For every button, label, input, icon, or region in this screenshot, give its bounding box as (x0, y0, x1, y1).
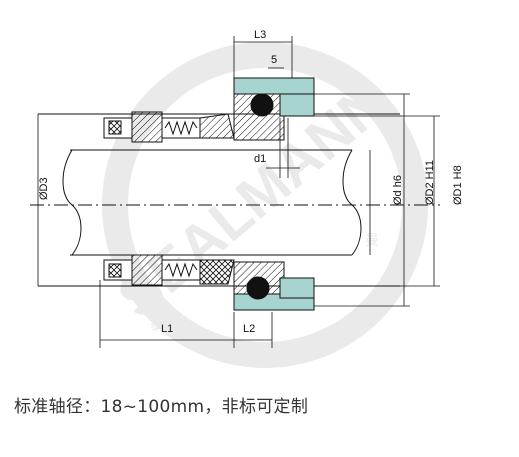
label-d-h6: Ød h6 (392, 175, 404, 205)
caption: 标准轴径：18~100mm，非标可定制 (14, 397, 309, 417)
label-d1: d1 (254, 153, 266, 165)
shaft (30, 113, 440, 287)
mechanical-seal-drawing: SEALMANN 泰 曼 (30, 29, 464, 368)
watermark-cjk-2: 曼 (365, 233, 379, 249)
lower-rotating-assembly (103, 254, 235, 286)
label-d2-h11: ØD2 H11 (424, 160, 436, 205)
label-l1: L1 (161, 323, 173, 335)
label-d1-h8: ØD1 H8 (452, 165, 464, 205)
upper-stationary-seat (233, 77, 315, 141)
label-five: 5 (271, 54, 277, 66)
lower-stationary-seat (233, 261, 315, 311)
label-l2: L2 (243, 323, 255, 335)
dimension-lines (37, 36, 440, 348)
label-d3: ØD3 (38, 177, 50, 200)
label-l3: L3 (254, 29, 266, 41)
o-ring-lower (246, 276, 270, 300)
o-ring-upper (250, 93, 274, 117)
dimension-labels: L3 5 d1 ØD3 Ød h6 ØD2 H11 ØD1 H8 L1 L2 (38, 29, 464, 335)
watermark-cjk-1: 泰 (150, 318, 164, 334)
upper-rotating-assembly (103, 111, 235, 143)
